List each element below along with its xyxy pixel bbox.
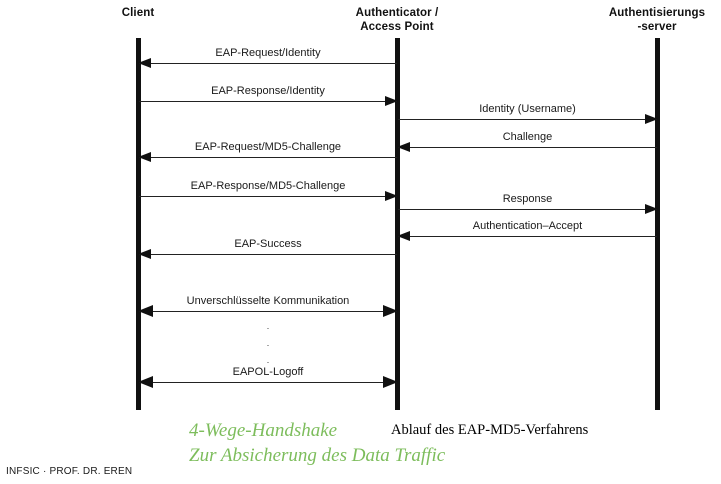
message-label: Unverschlüsselte Kommunikation — [186, 295, 350, 307]
message-label: EAP-Response/Identity — [211, 85, 325, 97]
arrowhead-right-icon — [385, 191, 398, 201]
actor-header-auth-server-line2: -server — [637, 21, 677, 33]
message-label: Response — [502, 193, 553, 205]
arrowhead-right-icon — [645, 204, 658, 214]
message-label: EAP-Response/MD5-Challenge — [190, 180, 346, 192]
arrowhead-right-icon — [645, 114, 658, 124]
arrowhead-left-icon — [138, 58, 151, 68]
arrowhead-left-icon — [397, 142, 410, 152]
message-label: Authentication–Accept — [472, 220, 583, 232]
lifeline-client — [136, 38, 141, 410]
arrowhead-left-icon — [138, 376, 153, 388]
actor-header-authenticator-line1: Authenticator / — [355, 7, 439, 19]
arrowhead-left-icon — [138, 249, 151, 259]
message-shaft — [139, 311, 397, 312]
message-shaft — [139, 196, 397, 197]
annotation-line-2: Zur Absicherung des Data Traffic — [189, 445, 446, 466]
actor-header-authenticator-line2: Access Point — [360, 21, 434, 33]
message-label: Identity (Username) — [479, 103, 576, 115]
message-label: Challenge — [502, 131, 553, 143]
arrowhead-right-icon — [383, 305, 398, 317]
arrowhead-left-icon — [138, 305, 153, 317]
continuation-dot: · — [266, 323, 270, 333]
lifeline-auth-server — [655, 38, 660, 410]
message-label: EAP-Success — [234, 238, 302, 250]
diagram-caption: Ablauf des EAP-MD5-Verfahrens — [391, 422, 589, 438]
message-shaft — [139, 63, 397, 64]
message-shaft — [139, 254, 397, 255]
actor-header-auth-server-line1: Authentisierungs — [608, 7, 706, 19]
actor-header-client: Client — [78, 6, 198, 20]
message-shaft — [139, 101, 397, 102]
annotation-line-1: 4-Wege-Handshake — [189, 420, 338, 441]
message-shaft — [398, 119, 657, 120]
arrowhead-left-icon — [138, 152, 151, 162]
lifeline-authenticator — [395, 38, 400, 410]
message-shaft — [398, 236, 657, 237]
continuation-dot: · — [266, 357, 270, 367]
message-shaft — [398, 147, 657, 148]
message-label: EAP-Request/MD5-Challenge — [194, 141, 342, 153]
continuation-dots: · · · — [252, 320, 284, 371]
message-label: EAP-Request/Identity — [215, 47, 321, 59]
arrowhead-right-icon — [385, 96, 398, 106]
arrowhead-right-icon — [383, 376, 398, 388]
message-shaft — [139, 382, 397, 383]
arrowhead-left-icon — [397, 231, 410, 241]
continuation-dot: · — [266, 340, 270, 350]
message-shaft — [139, 157, 397, 158]
message-label: EAPOL-Logoff — [232, 366, 304, 378]
actor-header-auth-server: Authentisierungs -server — [592, 6, 721, 34]
footer-credit: INFSIC · PROF. DR. EREN — [6, 466, 133, 477]
message-shaft — [398, 209, 657, 210]
actor-header-client-line1: Client — [121, 7, 155, 19]
actor-header-authenticator: Authenticator / Access Point — [337, 6, 457, 34]
